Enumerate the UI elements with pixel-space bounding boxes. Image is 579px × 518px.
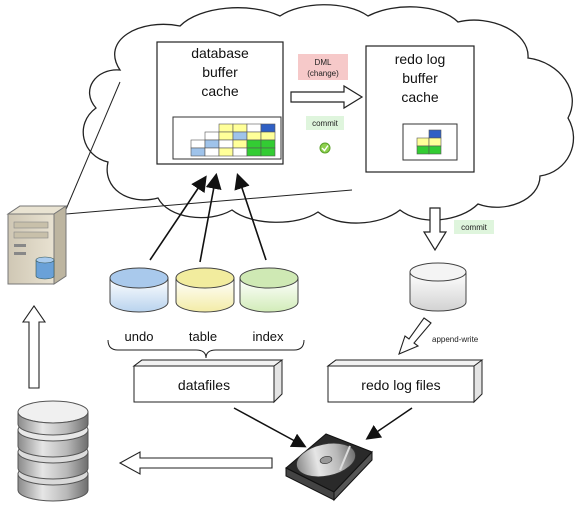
dml-label-line1: DML	[315, 58, 332, 67]
commit-badge-storage	[454, 220, 494, 234]
server-icon	[6, 205, 68, 285]
table-to-cache-arrow	[199, 172, 222, 263]
index-cylinder	[239, 267, 299, 313]
redo-log-files-box	[326, 359, 484, 404]
dml-arrow	[290, 84, 364, 110]
check-icon	[319, 142, 331, 154]
redo-log-buffer-title-line3: cache	[401, 89, 439, 105]
server-link-line-lower	[65, 189, 353, 215]
commit-badge-memory	[306, 116, 344, 130]
db-buffer-grid	[190, 123, 276, 157]
datafiles-to-disk-arrow	[233, 407, 307, 448]
restore-up-arrow	[21, 305, 47, 389]
segment-label-index: index	[252, 329, 284, 344]
server-link-line-upper	[63, 81, 121, 215]
segment-label-table: table	[189, 329, 217, 344]
commit-label-memory: commit	[312, 119, 339, 128]
hard-disk-icon	[285, 433, 373, 502]
segments-brace	[107, 339, 305, 359]
redo-log-buffer-title-line1: redo log	[395, 51, 446, 67]
db-buffer-cache-title-line3: cache	[201, 83, 239, 99]
commit-down-arrow	[422, 207, 448, 252]
table-cylinder	[175, 267, 235, 313]
dml-label-line2: (change)	[307, 69, 339, 78]
undo-to-cache-arrow	[149, 175, 207, 261]
dml-badge	[298, 54, 348, 80]
append-write-label: append-write	[432, 335, 479, 344]
index-to-cache-arrow	[234, 172, 267, 261]
segment-label-undo: undo	[125, 329, 154, 344]
undo-cylinder	[109, 267, 169, 313]
db-buffer-cache-title-line1: database	[191, 45, 249, 61]
db-buffer-cache-title-line2: buffer	[202, 64, 238, 80]
backup-arrow	[118, 451, 273, 475]
commit-label-storage: commit	[461, 223, 488, 232]
redo-files-to-disk-arrow	[365, 407, 413, 440]
redo-log-files-label: redo log files	[361, 377, 440, 393]
append-write-arrow	[398, 317, 432, 355]
database-stack-icon	[17, 400, 89, 502]
datafiles-label: datafiles	[178, 377, 230, 393]
redo-log-buffer-title-line2: buffer	[402, 70, 438, 86]
redo-buffer-grid	[416, 129, 442, 155]
redo-log-cylinder	[409, 262, 467, 312]
datafiles-box	[132, 359, 284, 404]
